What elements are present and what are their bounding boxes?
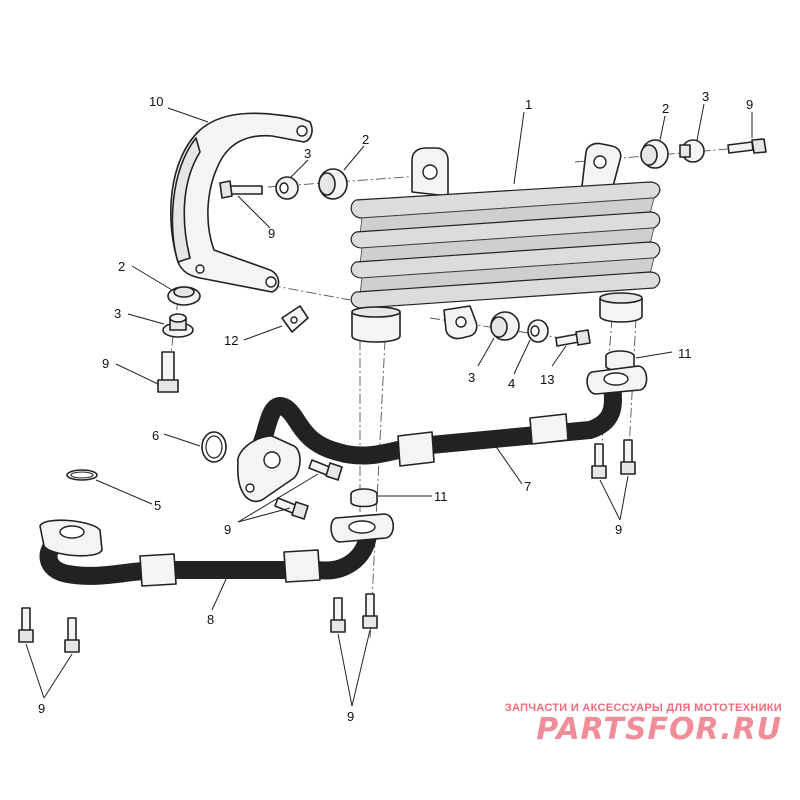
washer-part-4 [527,319,549,343]
callout-12: 12 [224,333,238,348]
callout-7: 7 [524,479,531,494]
clip-part-12 [281,305,309,333]
grommet-part-2-top-right [640,139,669,169]
callout-9-left: 9 [102,356,109,371]
bolt-part-9-top-right [727,138,767,154]
callout-6: 6 [152,428,159,443]
callout-5: 5 [154,498,161,513]
oil-cooler-part-1 [350,142,661,343]
callout-9-top-right: 9 [746,97,753,112]
leader-lines [25,103,753,707]
bolts-part-9-bottom-center [330,593,378,633]
watermark: ЗАПЧАСТИ И АКСЕССУАРЫ ДЛЯ МОТОТЕХНИКИ PA… [505,702,782,747]
watermark-logo: PARTSFOR.RU [536,712,782,747]
bolt-part-13 [555,329,591,347]
callout-2-top-left: 2 [362,132,369,147]
callout-11-right: 11 [678,346,692,361]
bolts-part-9-bottom-left [18,607,80,653]
callout-13: 13 [540,372,554,387]
collar-part-3-top-right [679,139,705,163]
bolts-part-9-fitting-left [274,459,343,520]
o-ring-part-5 [66,469,98,481]
grommet-part-2-bottom [490,311,520,341]
callout-labels: 10 1 2 2 3 9 3 9 2 3 9 12 3 4 13 11 6 5 … [38,89,753,724]
callout-10: 10 [149,94,163,109]
callout-9-bottom-center: 9 [347,709,354,724]
callout-9-top-left: 9 [268,226,275,241]
callout-2-top-right: 2 [662,101,669,116]
o-ring-part-6 [201,431,227,463]
callout-4: 4 [508,376,515,391]
callout-11-left: 11 [434,489,448,504]
callout-2-left: 2 [118,259,125,274]
callout-3-bottom: 3 [468,370,475,385]
bolt-part-9-top-left [219,180,263,199]
callout-9-bottom-left: 9 [38,701,45,716]
grommet-part-2-top-left [318,168,348,200]
seal-part-11-left [350,488,378,508]
bracket-part-10 [170,112,313,293]
hose-part-8 [39,513,395,587]
callout-3-top-right: 3 [702,89,709,104]
bolts-part-9-bottom-right [591,439,636,479]
grommet-part-2-left [167,286,201,306]
collar-part-3-left [162,313,194,338]
callout-8: 8 [207,612,214,627]
callout-3-top-left: 3 [304,146,311,161]
watermark-tagline: ЗАПЧАСТИ И АКСЕССУАРЫ ДЛЯ МОТОТЕХНИКИ [504,702,782,714]
bolt-part-9-left [157,351,179,393]
callout-3-left: 3 [114,306,121,321]
callout-1: 1 [525,97,532,112]
callout-9-bottom-right: 9 [615,522,622,537]
collar-part-3-top-left [275,176,299,200]
callout-9-fitting: 9 [224,522,231,537]
hose-part-7 [237,365,648,503]
